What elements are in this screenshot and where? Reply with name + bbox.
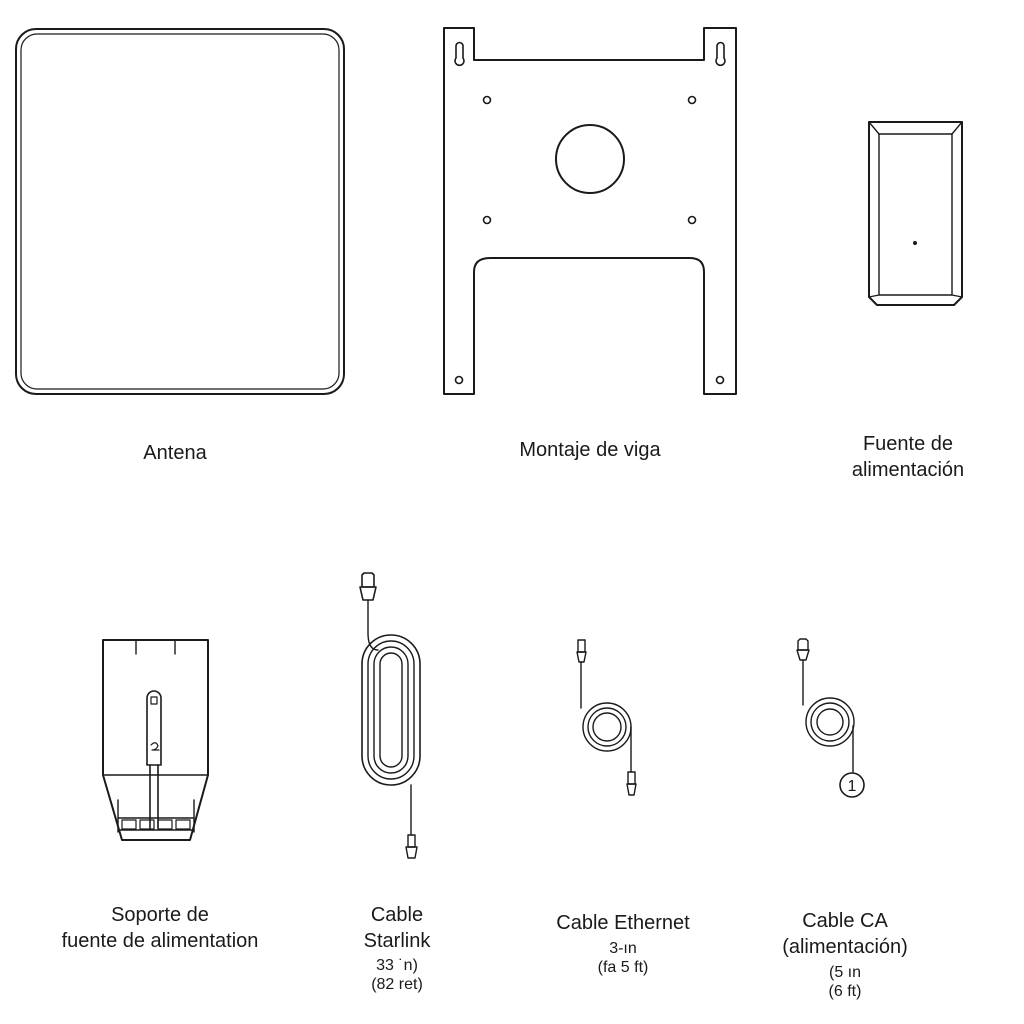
starlink-cable-spec: 33 ˙n) (82 ret) <box>337 956 457 994</box>
ethernet-cable-label: Cable Ethernet <box>556 912 690 934</box>
power-supply-label-line1: Fuente de <box>862 433 954 455</box>
starlink-cable-spec-line2: (82 ret) <box>371 976 423 993</box>
ac-cable-spec-line2: (6 ft) <box>828 983 862 1000</box>
beam-mount-label: Montaje de viga <box>519 439 661 461</box>
antenna-drawing <box>15 28 345 395</box>
power-supply-bracket-drawing <box>102 639 209 841</box>
ethernet-cable-drawing <box>576 639 637 796</box>
ac-cable-label-line1: Cable CA <box>802 910 888 932</box>
power-supply-bracket-label: Soporte de fuente de alimentation <box>40 902 280 954</box>
ethernet-cable-spec-line2: (fa 5 ft) <box>597 959 649 976</box>
ac-cable-callout-number: 1 <box>848 778 857 795</box>
antenna-label: Antena <box>143 442 207 464</box>
beam-mount-drawing <box>443 27 737 395</box>
power-supply-bracket-label-line2: fuente de alimentation <box>61 930 259 952</box>
ac-cable-label-line2: (alimentación) <box>782 936 908 958</box>
starlink-cable-label-line2: Starlink <box>363 930 431 952</box>
starlink-cable-drawing <box>359 572 421 859</box>
power-supply-label-line2: alimentación <box>851 459 965 481</box>
ac-cable-drawing <box>796 638 855 773</box>
power-supply-bracket-label-line1: Soporte de <box>111 904 209 926</box>
power-supply-label: Fuente de alimentación <box>818 431 998 483</box>
ac-cable-callout-circle <box>839 772 865 798</box>
starlink-cable-label: Cable Starlink <box>337 902 457 954</box>
ac-cable-label: Cable CA (alimentación) <box>765 908 925 960</box>
ethernet-cable-spec-line1: 3-ın <box>609 940 637 957</box>
starlink-cable-label-line1: Cable <box>370 904 424 926</box>
ethernet-cable-spec: 3-ın (fa 5 ft) <box>568 939 678 977</box>
starlink-cable-spec-line1: 33 ˙n) <box>376 957 418 974</box>
ac-cable-spec: (5 ın (6 ft) <box>795 963 895 1001</box>
power-supply-drawing <box>868 121 963 306</box>
ac-cable-spec-line1: (5 ın <box>828 964 861 981</box>
